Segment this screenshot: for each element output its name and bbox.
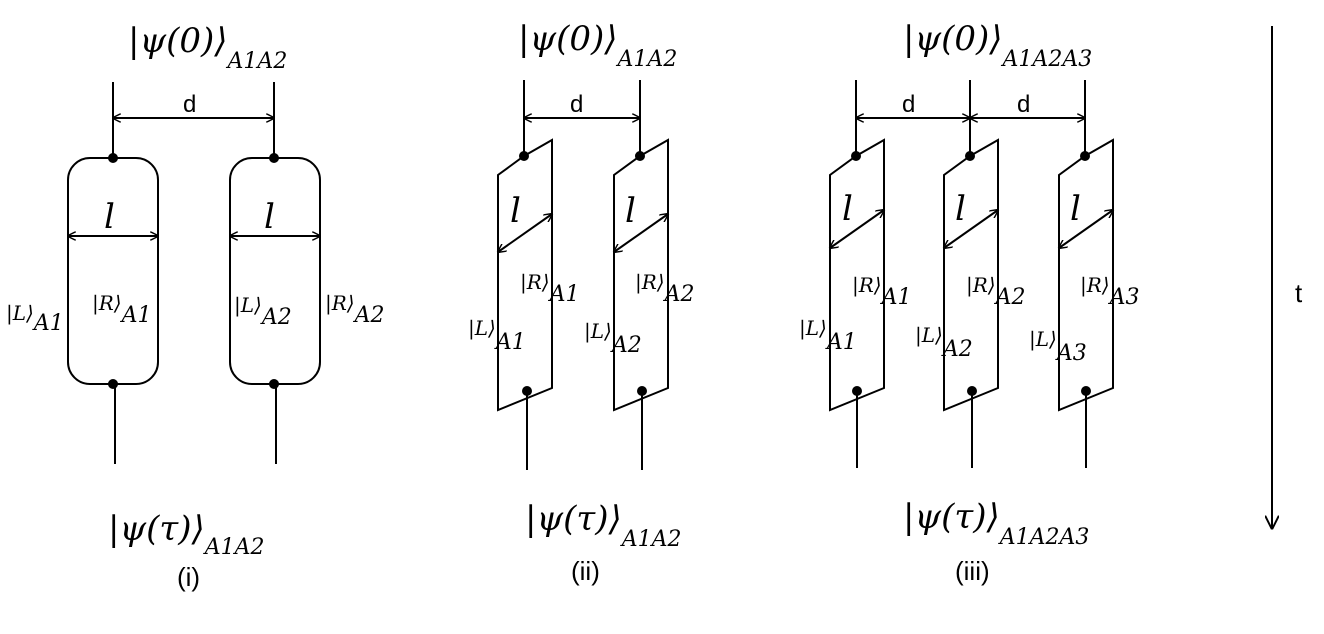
panel-ii-caption: (ii) [571, 556, 600, 586]
panel-i-bottom-state: |ψ(τ)⟩A1A2 [108, 509, 265, 560]
path-3-length-arrow [1059, 210, 1113, 248]
distance-label: d [570, 91, 583, 118]
path-2-left-ket: |L⟩A2 [915, 323, 973, 362]
path-2-merge-node [269, 379, 279, 389]
panel-iii-caption: (iii) [955, 556, 990, 586]
path-1-length-arrow [830, 210, 884, 248]
panel-i-caption: (i) [177, 562, 200, 592]
path-2-split-node [965, 151, 975, 161]
path-1-right-ket: |R⟩A1 [520, 270, 580, 307]
path-1-length-label: l [842, 189, 853, 229]
panel-iii-bottom-state: |ψ(τ)⟩A1A2A3 [903, 497, 1089, 550]
path-2-right-ket: |R⟩A2 [325, 291, 385, 328]
path-2-left-ket: |L⟩A2 [584, 319, 642, 358]
path-1-length-arrow [498, 214, 552, 252]
panel-i: |ψ(0)⟩A1A2 d l l |L⟩A1 |R⟩A1 |L⟩A2 |R⟩A2… [6, 21, 385, 592]
path-2-split-node [635, 151, 645, 161]
distance-label: d [183, 91, 196, 118]
panel-iii: |ψ(0)⟩A1A2A3 d d l l l |R⟩A1 |L⟩A1 |R⟩A2… [799, 19, 1140, 586]
path-2-length-label: l [625, 191, 636, 231]
path-2-length-label: l [264, 197, 275, 237]
panel-iii-top-state: |ψ(0)⟩A1A2A3 [903, 19, 1092, 72]
path-2-length-arrow [614, 214, 668, 252]
path-1-right-ket: |R⟩A1 [92, 291, 152, 328]
path-1-split-node [519, 151, 529, 161]
path-2-length-arrow [944, 210, 998, 248]
path-2-left-ket: |L⟩A2 [234, 293, 292, 330]
path-1-left-ket: |L⟩A1 [6, 301, 64, 336]
path-1-split-node [851, 151, 861, 161]
path-3-length-label: l [1070, 189, 1081, 229]
path-2-loop [229, 157, 321, 385]
path-1-length-label: l [104, 197, 115, 237]
distance-label-2: d [1017, 91, 1030, 118]
time-label: t [1295, 278, 1303, 308]
path-1-left-ket: |L⟩A1 [799, 316, 857, 355]
path-1-right-ket: |R⟩A1 [852, 273, 912, 310]
path-1-split-node [108, 153, 118, 163]
path-3-split-node [1080, 151, 1090, 161]
path-3-right-ket: |R⟩A3 [1080, 273, 1140, 310]
path-1-merge-node [108, 379, 118, 389]
path-1-loop [67, 157, 159, 385]
path-1-length-label: l [510, 191, 521, 231]
path-2-split-node [269, 153, 279, 163]
panel-ii-top-state: |ψ(0)⟩A1A2 [518, 19, 677, 72]
path-3-left-ket: |L⟩A3 [1029, 327, 1087, 366]
time-axis: t [1272, 26, 1303, 528]
panel-ii: |ψ(0)⟩A1A2 d l l |R⟩A1 |L⟩A1 |R⟩A2 |L⟩A2… [468, 19, 695, 586]
path-1-loop [497, 138, 553, 412]
panel-ii-bottom-state: |ψ(τ)⟩A1A2 [525, 499, 682, 552]
distance-label-1: d [902, 91, 915, 118]
path-2-right-ket: |R⟩A2 [635, 270, 695, 307]
panel-i-top-state: |ψ(0)⟩A1A2 [128, 21, 287, 74]
path-2-right-ket: |R⟩A2 [966, 273, 1026, 310]
path-1-left-ket: |L⟩A1 [468, 316, 526, 355]
path-2-length-label: l [955, 189, 966, 229]
